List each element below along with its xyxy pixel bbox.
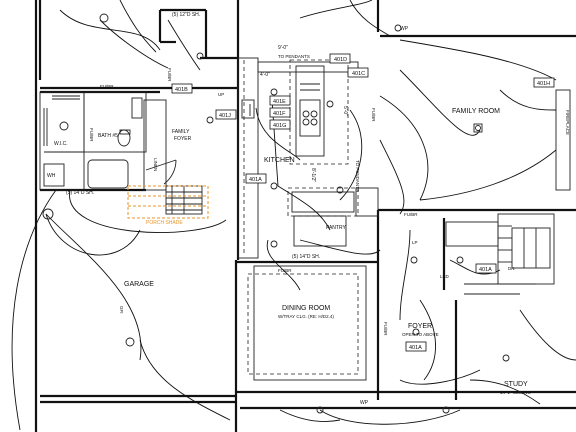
wh-label: WH: [47, 173, 56, 179]
pantry-label: PANTRY: [326, 225, 346, 231]
study-label: STUDY: [504, 381, 528, 388]
shelf-garage: (5) 14"D SH.: [66, 190, 94, 196]
tag-401j: 401J: [215, 109, 237, 120]
bath-label: BATH #5: [98, 133, 118, 139]
svg-text:401B: 401B: [175, 87, 188, 93]
family-foyer-label-2: FOYER: [174, 136, 192, 142]
svg-text:401F: 401F: [273, 111, 286, 117]
svg-text:401J: 401J: [219, 113, 231, 119]
linen-label: LINEN: [153, 158, 158, 171]
family-foyer-label-1: FAMILY: [172, 129, 190, 135]
svg-text:401A: 401A: [409, 345, 422, 351]
led-label: LED: [440, 274, 450, 279]
svg-text:401E: 401E: [273, 99, 286, 105]
fu-br-1: FU/BR: [100, 84, 114, 89]
fu-br-7: FU/BR: [383, 322, 388, 336]
tag-401f: 401F: [269, 107, 291, 118]
fu-br-4: FU/BR: [278, 268, 292, 273]
tag-401a-hall: 401A: [475, 263, 497, 274]
shelf-pantry: (5) 14"D SH.: [292, 254, 320, 260]
porch-label: PORCH SHADE: [146, 220, 183, 226]
fu-br-2: FU/BR: [89, 128, 94, 142]
stairs-foyer: [445, 213, 555, 295]
to-pendants-side: TO PENDANTS: [355, 160, 360, 192]
tag-401a-kitchen: [245, 173, 267, 184]
svg-text:401G: 401G: [273, 123, 286, 129]
to-pendants-top: TO PENDANTS: [278, 54, 310, 59]
tag-401e: 401E: [269, 95, 291, 106]
tag-401b: 401B: [171, 83, 193, 94]
tag-401c: 401C: [347, 67, 369, 78]
study-note: 14'-1" CEILING: [500, 390, 531, 395]
dim-9-0: 9'-0": [278, 45, 288, 51]
garage-label: GARAGE: [124, 281, 154, 288]
lp-label: LP: [412, 240, 418, 245]
fu-br-5: FU/BR: [404, 212, 418, 217]
dining-note: W/TRAY CLG. (RE: H/D2.4): [278, 314, 334, 319]
gfi-label: GFI: [119, 306, 124, 314]
tag-401a-foyer: 401A: [405, 341, 427, 352]
tag-401d: 401D: [329, 53, 351, 64]
wp-top: WP: [400, 26, 409, 32]
up-label: UP: [218, 92, 224, 97]
wic-label: W.I.C.: [54, 141, 68, 147]
svg-text:401C: 401C: [352, 71, 365, 77]
stairs-family-foyer: [165, 185, 203, 215]
fu-br-6: FU/BR: [371, 108, 376, 122]
bath-cluster: [39, 91, 177, 191]
kitchen-label: KITCHEN: [264, 157, 295, 164]
shelf-top: (5) 12"D SH.: [172, 12, 200, 18]
tag-401h: 401H: [533, 77, 555, 88]
wiring: [11, 0, 576, 431]
svg-text:401D: 401D: [334, 57, 347, 63]
exterior-walls: [34, 0, 576, 432]
dining-room-label: DINING ROOM: [282, 305, 330, 312]
tag-401a-kitchen-text: 401A: [249, 177, 262, 183]
light-fixtures: [42, 13, 510, 414]
family-room-label: FAMILY ROOM: [452, 108, 500, 115]
fu-br-3: FU/BR: [167, 68, 172, 82]
wp-bottom: WP: [360, 400, 369, 406]
dining-tray: [247, 265, 367, 381]
dim-4-0: 4'-0": [260, 72, 270, 78]
tag-401g: 401G: [269, 119, 291, 130]
kitchen-cabinets: [237, 57, 379, 259]
dim-8-1-2: 8'-1/2": [310, 168, 316, 182]
dim-5-0: 5'-0": [342, 106, 348, 116]
porch-outline: [127, 185, 209, 219]
svg-text:401H: 401H: [537, 81, 550, 87]
foyer-label: FOYER: [408, 323, 432, 330]
svg-text:401A: 401A: [479, 267, 492, 273]
fireplace-label: FIREPLACE: [565, 110, 570, 135]
fireplace-box: [555, 89, 571, 191]
foyer-note: OPEN TO ABOVE: [402, 332, 439, 337]
appliance-symbols: [249, 71, 320, 126]
dn-label: DN: [508, 266, 515, 271]
